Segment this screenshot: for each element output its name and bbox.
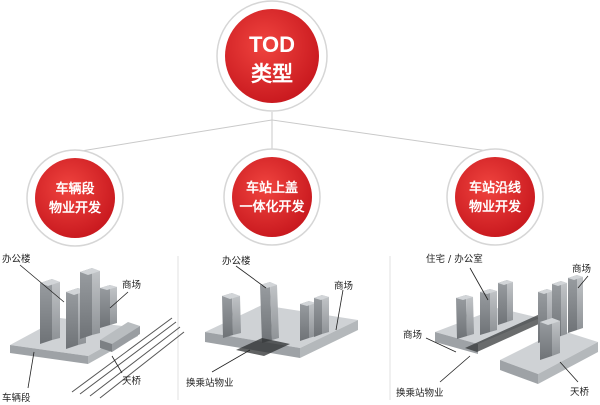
base-slab-front <box>500 360 538 384</box>
branch-label-line2: 物业开发 <box>469 199 522 215</box>
building-tower <box>456 295 474 339</box>
caption-bridge: 天桥 <box>570 386 590 398</box>
building-tower <box>40 279 60 344</box>
building-tower <box>314 295 329 337</box>
branch-label-line2: 一体化开发 <box>239 199 305 215</box>
rail-strip <box>465 314 552 352</box>
connector-right <box>271 112 496 153</box>
branch-circle <box>232 157 312 237</box>
building-tower <box>498 280 513 325</box>
root-node: TOD 类型 <box>216 0 328 112</box>
caption-office: 办公楼 <box>222 255 251 267</box>
branch-node-corridor: 车站沿线 物业开发 <box>446 148 544 246</box>
caption-station: 换乘站物业 <box>186 377 234 389</box>
building-tower <box>300 301 316 341</box>
building-tower <box>100 285 117 328</box>
caption-mall-right: 商场 <box>572 263 591 275</box>
caption-bridge: 天桥 <box>122 375 142 387</box>
building-tower <box>568 275 583 333</box>
base-slab-front <box>10 345 88 364</box>
caption-mall: 商场 <box>122 279 141 291</box>
branch-node-station: 车站上盖 一体化开发 <box>223 148 321 246</box>
branch-circle <box>455 157 535 237</box>
branch-label-line1: 车站沿线 <box>469 180 521 196</box>
caption-office: 办公楼 <box>2 253 31 265</box>
caption-depot: 车辆段 <box>2 392 31 404</box>
illustration-depot: 办公楼 商场 天桥 车辆段 <box>2 253 185 404</box>
root-circle <box>225 9 319 103</box>
caption-residence-office: 住宅 / 办公室 <box>426 253 483 265</box>
branch-label-line1: 车站上盖 <box>246 180 298 196</box>
caption-station: 换乘站物业 <box>396 387 444 399</box>
building-tower <box>80 268 100 339</box>
leader-lines <box>19 264 129 389</box>
illustration-corridor: 住宅 / 办公室 商场 商场 换乘站物业 天桥 <box>396 253 598 399</box>
leader-lines <box>211 265 344 373</box>
caption-mall-left: 商场 <box>403 329 422 341</box>
branch-label-line2: 物业开发 <box>49 200 102 216</box>
rail-lines <box>71 317 185 399</box>
connector-left <box>74 112 273 153</box>
building-tower <box>480 289 497 335</box>
connector-lines <box>74 112 496 400</box>
illustration-station: 办公楼 商场 换乘站物业 <box>186 255 358 389</box>
root-title-line1: TOD <box>249 32 295 57</box>
building-tower <box>540 318 560 360</box>
branch-circle <box>35 158 115 238</box>
bridge-side <box>112 326 140 352</box>
root-title-line2: 类型 <box>251 62 293 86</box>
bridge-front <box>100 340 112 352</box>
building-tower <box>222 293 241 338</box>
station-strip <box>236 338 290 356</box>
leader-lines <box>425 267 589 383</box>
branch-node-depot: 车辆段 物业开发 <box>26 149 124 247</box>
bridge-top <box>100 322 140 344</box>
branch-label-line1: 车辆段 <box>55 181 94 197</box>
building-tower <box>260 282 279 343</box>
caption-mall: 商场 <box>334 280 353 292</box>
base-slab-side <box>300 320 358 358</box>
base-slab-side <box>538 342 598 384</box>
